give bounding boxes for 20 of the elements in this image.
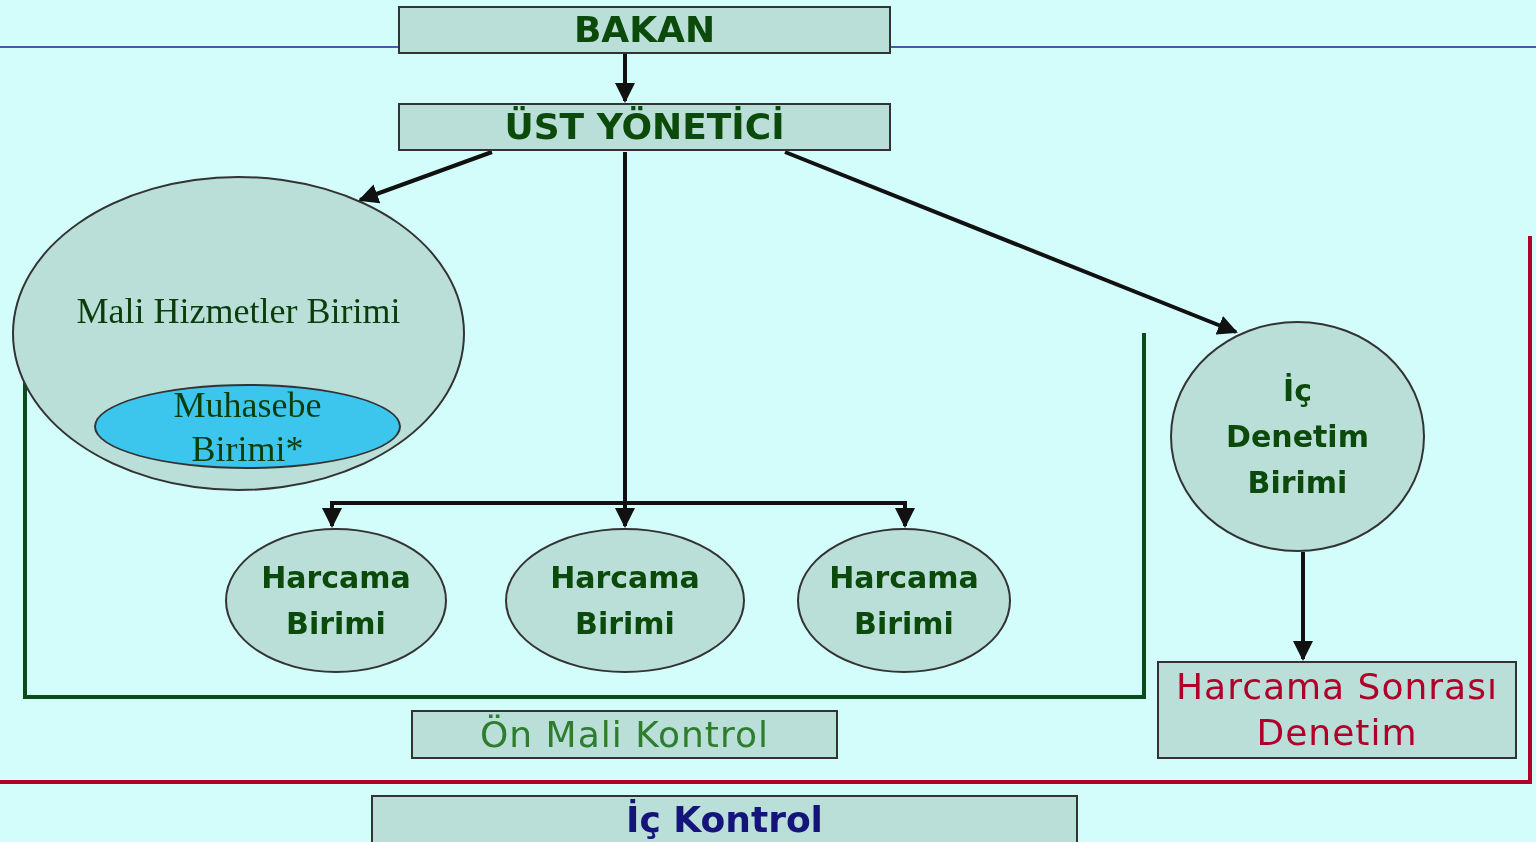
node-label: İç Denetim Birimi [1225,371,1370,502]
node-label: Harcama Birimi [549,558,701,643]
node-label: Mali Hizmetler Birimi [76,290,401,333]
rectangle-box [398,103,891,151]
rectangle-box [371,795,1078,842]
rectangle-box [1157,661,1517,759]
arrow [1293,552,1313,661]
arrow [615,54,635,103]
node-label: Harcama Birimi [260,558,412,643]
arrow [358,150,493,204]
node-label: İç Kontrol [626,798,823,842]
node-label: BAKAN [573,8,716,52]
node-label: Harcama Birimi [828,558,980,643]
node-label: ÜST YÖNETİCİ [504,105,785,149]
node-label: Ön Mali Kontrol [480,712,769,757]
node-label: Muhasebe Birimi* [172,383,323,471]
node-label: Harcama Sonrası Denetim [1175,665,1499,755]
arrow [784,150,1238,335]
rectangle-box [398,6,891,54]
rectangle-box [411,710,838,759]
